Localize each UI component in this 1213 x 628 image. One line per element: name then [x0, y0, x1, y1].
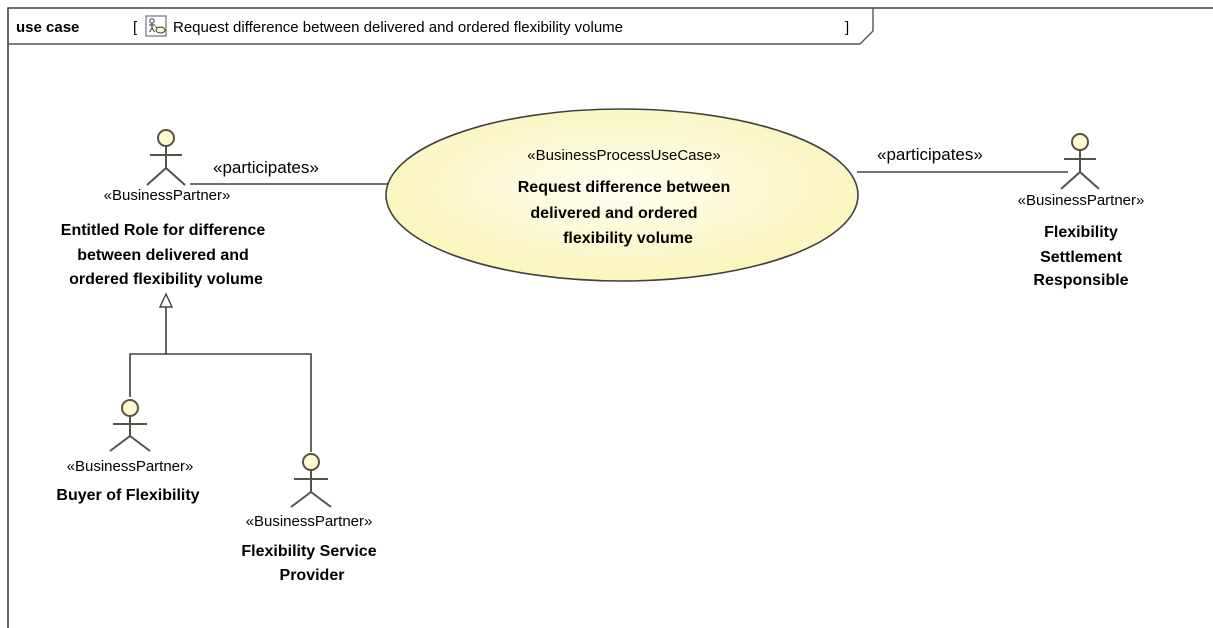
frame-title: Request difference between delivered and… [173, 19, 623, 36]
actor-entitled-role[interactable]: «BusinessPartner» Entitled Role for diff… [61, 129, 266, 288]
actor-name-line-3: Responsible [1033, 272, 1128, 289]
actor-stereotype: «BusinessPartner» [246, 513, 373, 530]
actor-name-line-2: Provider [280, 567, 345, 584]
generalization-set[interactable] [129, 292, 312, 452]
actor-stereotype: «BusinessPartner» [67, 458, 194, 475]
frame-close-bracket: ] [845, 19, 849, 36]
frame-keyword: use case [16, 19, 79, 36]
diagram-frame: use case [ Request difference between de… [7, 7, 1213, 628]
actor-buyer-of-flexibility[interactable]: «BusinessPartner» Buyer of Flexibility [56, 399, 200, 504]
association-label-right: «participates» [877, 145, 983, 164]
use-case-ellipse [385, 108, 859, 282]
actor-stick-figure-icon [290, 453, 332, 508]
actor-flexibility-service-provider[interactable]: «BusinessPartner» Flexibility Service Pr… [241, 453, 377, 584]
actor-name-line-2: between delivered and [77, 247, 249, 264]
actor-stick-figure-icon [1060, 133, 1100, 190]
frame-title-tab [8, 8, 874, 45]
frame-open-bracket: [ [133, 19, 138, 36]
use-case-name-line-3: flexibility volume [563, 230, 693, 247]
actor-settlement-responsible[interactable]: «BusinessPartner» Flexibility Settlement… [1018, 133, 1145, 289]
actor-name-line-1: Entitled Role for difference [61, 222, 266, 239]
actor-name-line-1: Flexibility [1044, 224, 1118, 241]
actor-name-line-1: Flexibility Service [241, 543, 376, 560]
actor-stereotype: «BusinessPartner» [104, 187, 231, 204]
use-case-stereotype: «BusinessProcessUseCase» [527, 147, 720, 164]
actor-stereotype: «BusinessPartner» [1018, 192, 1145, 209]
actor-name-line-3: ordered flexibility volume [69, 271, 263, 288]
actor-name-line-2: Settlement [1040, 249, 1122, 266]
actor-stick-figure-icon [109, 399, 151, 452]
association-label-left: «participates» [213, 158, 319, 177]
use-case-request-difference[interactable]: «BusinessProcessUseCase» Request differe… [385, 108, 859, 282]
use-case-name-line-1: Request difference between [518, 179, 731, 196]
use-case-diagram-icon [145, 15, 167, 37]
actor-name-line-1: Buyer of Flexibility [56, 487, 199, 504]
use-case-name-line-2: delivered and ordered [530, 205, 697, 222]
generalization-arrowhead [158, 292, 174, 308]
actor-stick-figure-icon [146, 129, 186, 186]
